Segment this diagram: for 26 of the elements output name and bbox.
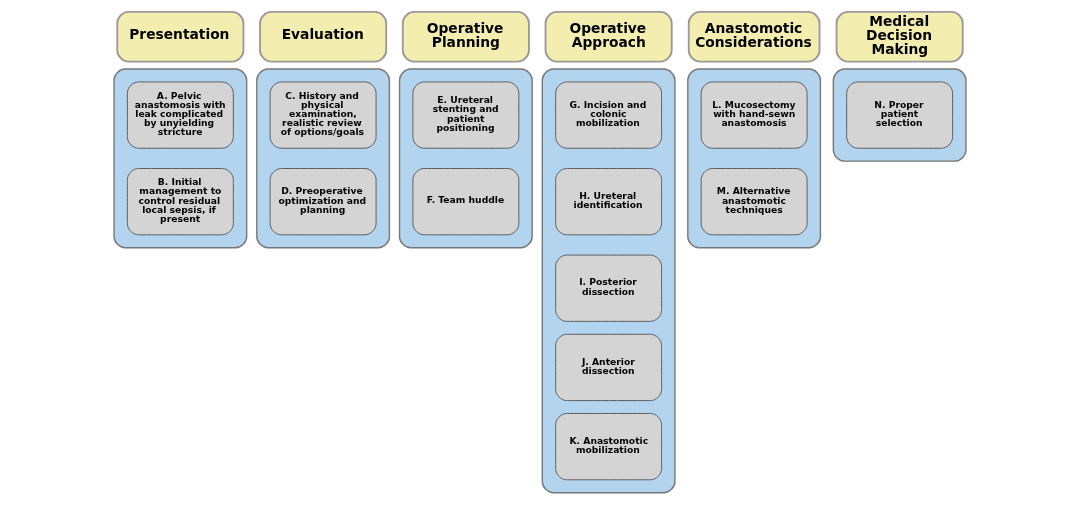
cluster [832, 68, 967, 162]
cluster [687, 68, 822, 249]
node-box: A. Pelvic anastomosis with leak complicated by unyielding stricture [126, 81, 234, 149]
cluster [541, 68, 676, 494]
node-box: M. Alternative anastomotic techniques [700, 168, 808, 236]
cluster [398, 68, 533, 249]
node-box: H. Ureteral identification [555, 168, 663, 236]
node-box: J. Anterior dissection [555, 333, 663, 402]
node-box: D. Preoperative optimization and planning [269, 168, 377, 236]
node-box: B. Initial management to control residual local sepsis, if present [126, 168, 234, 236]
node-box: F. Team huddle [412, 168, 520, 236]
node-box: N. Proper patient selection [846, 81, 954, 149]
node-box: C. History and physical examination, realistic review of options/goals [269, 81, 377, 149]
node-box: L. Mucosectomy with hand-sewn anastomosis [700, 81, 808, 149]
node-box: Operative Planning [401, 11, 530, 63]
node-box: E. Ureteral stenting and patient positioning [412, 81, 520, 149]
node-box: Operative Approach [544, 11, 673, 63]
node-box: I. Posterior dissection [555, 254, 663, 322]
node-box: Presentation [116, 11, 245, 63]
node-box: K. Anastomotic mobilization [555, 413, 663, 481]
node-box: Medical Decision Making [835, 11, 964, 63]
node-box: Anastomotic Considerations [687, 11, 821, 63]
node-box: G. Incision and colonic mobilization [555, 81, 663, 149]
cluster [256, 68, 391, 249]
node-box: Evaluation [259, 11, 388, 63]
cluster [113, 68, 248, 249]
